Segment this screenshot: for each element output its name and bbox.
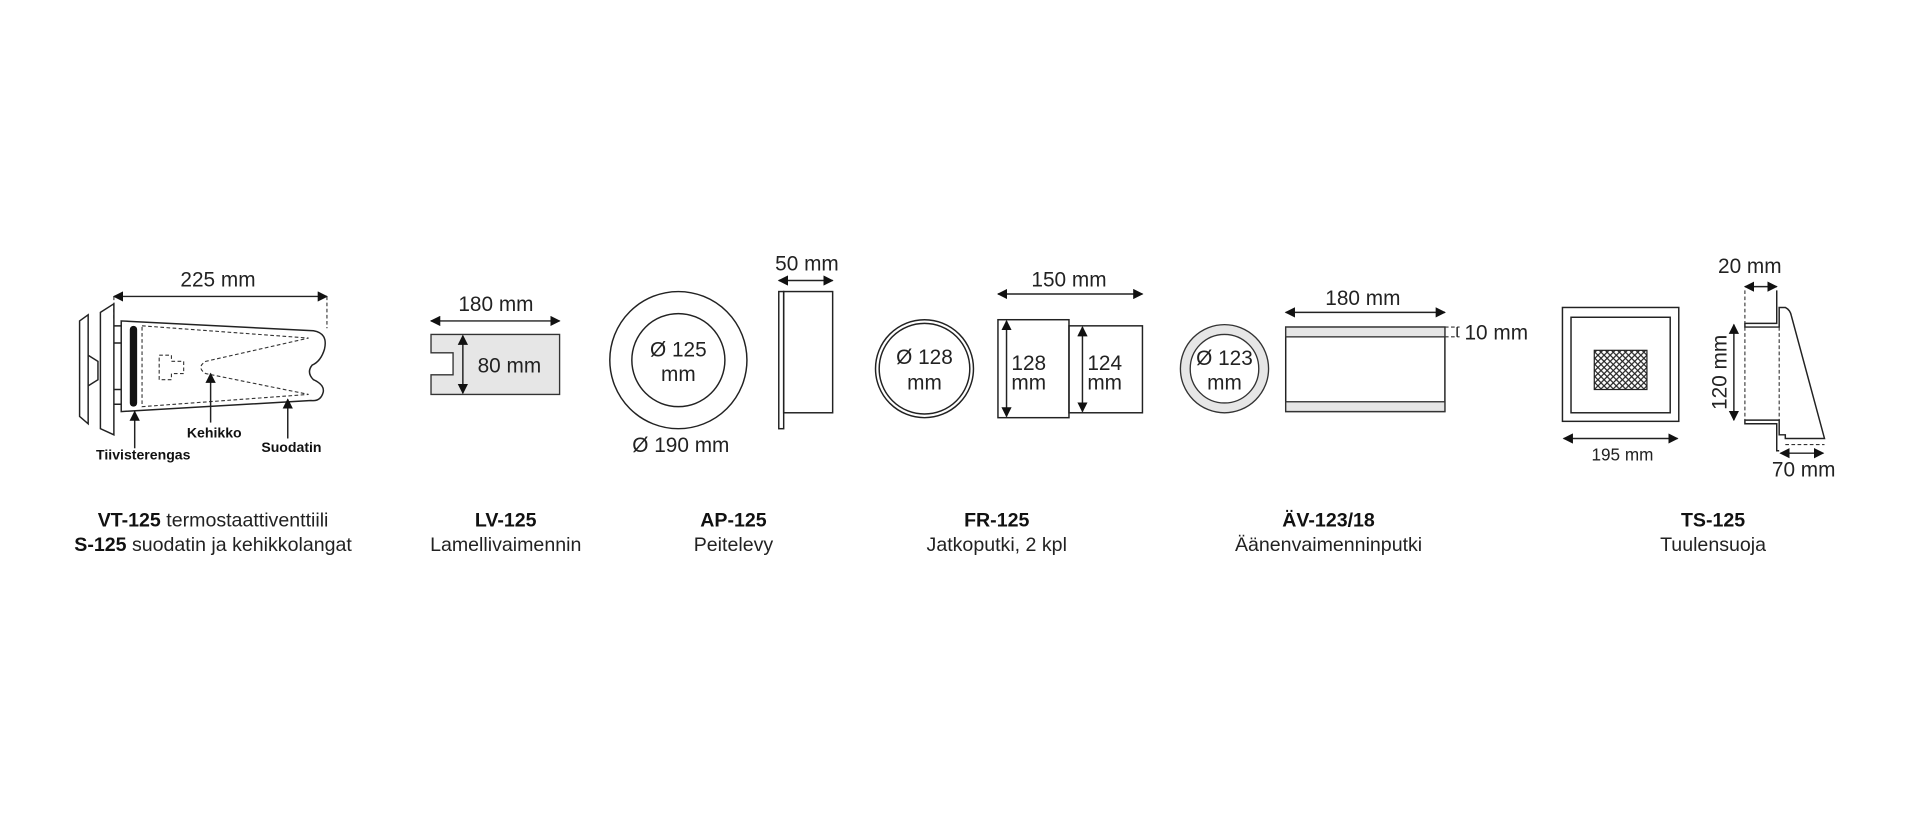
- vt-125-drawing: 225 mm Tiivisterengas Kehikko Suodatin: [78, 269, 328, 462]
- ap-depth-label: 50 mm: [775, 253, 839, 276]
- ap-outer-diameter: Ø 190 mm: [632, 434, 729, 457]
- ap-inner-unit: mm: [661, 363, 696, 386]
- ts-125-drawing: 195 mm 20 mm 120 mm 70 mm: [1561, 255, 1836, 481]
- av-thickness-label: 10 mm: [1464, 321, 1528, 344]
- fr-length-label: 150 mm: [1031, 269, 1106, 292]
- av-length-label: 180 mm: [1325, 287, 1400, 310]
- fr-125-desc: Jatkoputki, 2 kpl: [927, 534, 1067, 556]
- vt-length-label: 225 mm: [180, 269, 255, 292]
- fr-outer-label: 128: [1011, 352, 1046, 375]
- callout-tiivisterengas: Tiivisterengas: [96, 446, 191, 462]
- ts-flange-label: 20 mm: [1718, 255, 1782, 278]
- fr-diameter-unit: mm: [907, 372, 942, 395]
- lv-125-drawing: 180 mm 80 mm: [429, 293, 561, 396]
- av-123-desc: Äänenvaimenninputki: [1235, 534, 1422, 556]
- fr-outer-unit: mm: [1011, 372, 1046, 395]
- fr-diameter: Ø 128: [896, 346, 953, 369]
- fr-inner-label: 124: [1087, 352, 1122, 375]
- ap-125-code: AP-125: [700, 510, 766, 532]
- callout-kehikko: Kehikko: [187, 424, 242, 440]
- lv-height-label: 80 mm: [478, 354, 542, 377]
- av-diameter-unit: mm: [1207, 372, 1242, 395]
- ap-125-desc: Peitelevy: [694, 534, 774, 556]
- ap-125-drawing: Ø 125 mm Ø 190 mm 50 mm: [609, 253, 839, 457]
- fr-inner-unit: mm: [1087, 372, 1122, 395]
- fr-125-code: FR-125: [964, 510, 1029, 532]
- vt-125-caption-line1: VT-125 termostaattiventtiili: [98, 510, 329, 532]
- ts-height-label: 120 mm: [1709, 335, 1732, 410]
- ap-inner-diameter: Ø 125: [650, 338, 707, 361]
- ts-125-desc: Tuulensuoja: [1660, 534, 1766, 556]
- av-diameter: Ø 123: [1196, 347, 1253, 370]
- ts-width-label: 195 mm: [1592, 445, 1654, 465]
- vt-125-caption-line2: S-125 suodatin ja kehikkolangat: [74, 534, 352, 556]
- fr-125-drawing: Ø 128 mm 150 mm 128 mm 124 mm: [874, 269, 1144, 419]
- lv-length-label: 180 mm: [458, 293, 533, 316]
- lv-125-code: LV-125: [475, 510, 537, 532]
- lv-125-desc: Lamellivaimennin: [430, 534, 581, 556]
- av-123-code: ÄV-123/18: [1282, 509, 1375, 532]
- ts-depth-label: 70 mm: [1772, 458, 1836, 481]
- av-123-drawing: Ø 123 mm 180 mm 10 mm: [1179, 287, 1528, 414]
- ts-125-code: TS-125: [1681, 510, 1745, 532]
- callout-suodatin: Suodatin: [261, 439, 321, 455]
